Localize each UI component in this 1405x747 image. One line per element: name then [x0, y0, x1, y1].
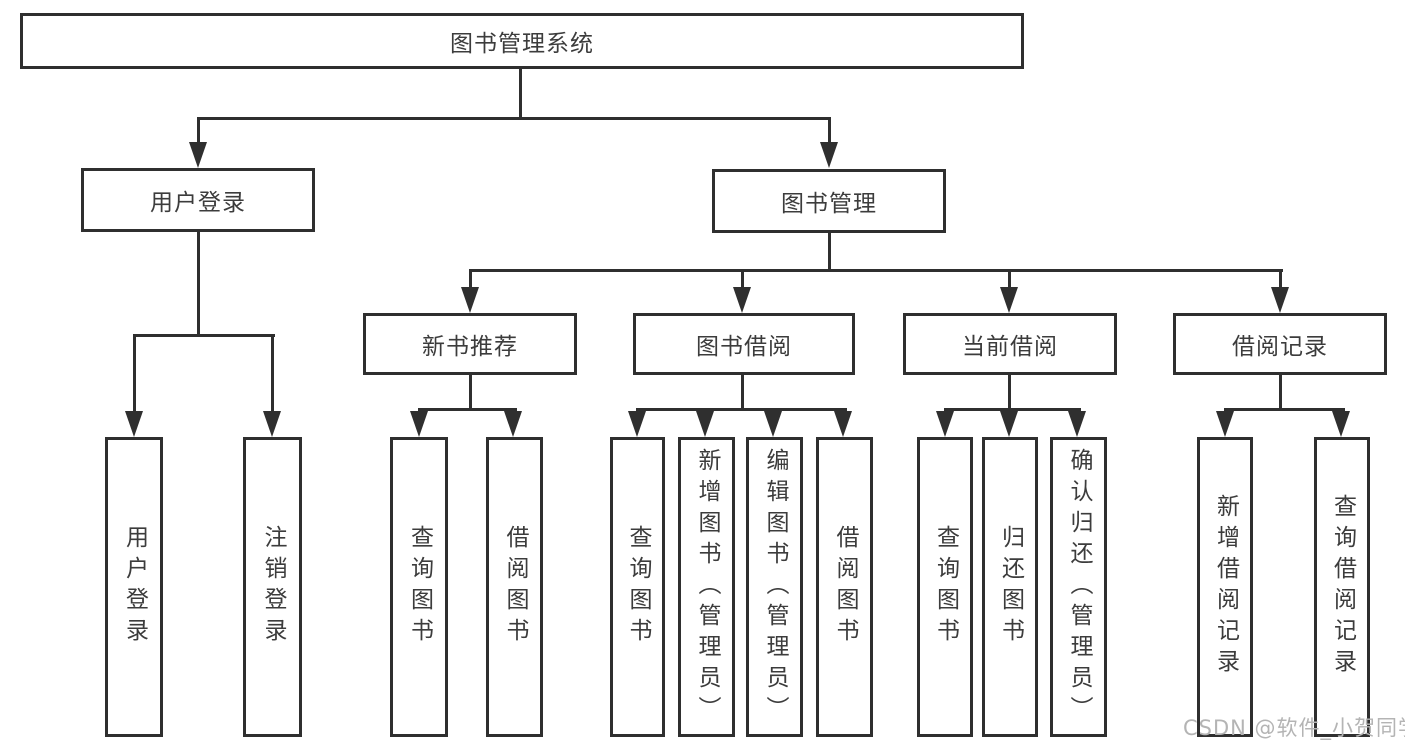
arrowhead-icon: [263, 411, 281, 437]
arrowhead-icon: [628, 411, 646, 437]
leaf-newbook-borrow-books-label: 借阅图书: [502, 525, 528, 649]
arrowhead-icon: [764, 411, 782, 437]
arrowhead-icon: [125, 411, 143, 437]
connector-line: [133, 334, 275, 337]
node-current-borrow: 当前借阅: [903, 313, 1117, 375]
leaf-current-return-books: 归还图书: [982, 437, 1038, 737]
leaf-user-login-label: 用户登录: [121, 525, 148, 649]
leaf-borrow-add-books-admin-label: 新增图书（管理员）: [694, 447, 720, 727]
node-user-login-label: 用户登录: [150, 190, 246, 216]
connector-line: [828, 233, 831, 272]
leaf-records-add-record: 新增借阅记录: [1197, 437, 1253, 737]
arrowhead-icon: [1068, 411, 1086, 437]
connector-line: [469, 375, 472, 411]
leaf-current-query-books: 查询图书: [917, 437, 973, 737]
connector-line: [1008, 375, 1011, 411]
leaf-newbook-query-books-label: 查询图书: [406, 525, 433, 649]
node-book-borrow-label: 图书借阅: [696, 334, 792, 360]
leaf-borrow-edit-books-admin: 编辑图书（管理员）: [746, 437, 803, 737]
arrowhead-icon: [189, 142, 207, 168]
arrowhead-icon: [410, 411, 428, 437]
node-new-book-recommend-label: 新书推荐: [422, 334, 518, 360]
connector-line: [1224, 408, 1345, 411]
node-root-label: 图书管理系统: [450, 31, 594, 57]
arrowhead-icon: [1271, 287, 1289, 313]
leaf-newbook-query-books: 查询图书: [390, 437, 448, 737]
connector-line: [741, 271, 744, 289]
leaf-borrow-borrow-books: 借阅图书: [816, 437, 873, 737]
connector-line: [1279, 375, 1282, 411]
connector-line: [197, 117, 831, 120]
connector-line: [828, 119, 831, 146]
node-new-book-recommend: 新书推荐: [363, 313, 577, 375]
leaf-borrow-borrow-books-label: 借阅图书: [832, 525, 858, 649]
arrowhead-icon: [733, 287, 751, 313]
leaf-records-query-record: 查询借阅记录: [1314, 437, 1370, 737]
leaf-current-confirm-return-admin: 确认归还（管理员）: [1050, 437, 1107, 737]
connector-line: [271, 336, 274, 414]
leaf-borrow-add-books-admin: 新增图书（管理员）: [678, 437, 735, 737]
arrowhead-icon: [820, 142, 838, 168]
connector-line: [469, 271, 472, 289]
arrowhead-icon: [1332, 411, 1350, 437]
node-book-management: 图书管理: [712, 169, 946, 233]
leaf-logout: 注销登录: [243, 437, 302, 737]
connector-line: [741, 375, 744, 411]
leaf-user-login: 用户登录: [105, 437, 163, 737]
arrowhead-icon: [504, 411, 522, 437]
leaf-borrow-edit-books-admin-label: 编辑图书（管理员）: [762, 447, 788, 727]
node-borrow-records-label: 借阅记录: [1232, 334, 1328, 360]
connector-line: [197, 232, 200, 337]
leaf-current-query-books-label: 查询图书: [932, 525, 959, 649]
connector-line: [1279, 271, 1282, 289]
leaf-records-add-record-label: 新增借阅记录: [1212, 494, 1239, 680]
leaf-records-query-record-label: 查询借阅记录: [1329, 494, 1356, 680]
arrowhead-icon: [1000, 411, 1018, 437]
leaf-current-confirm-return-admin-label: 确认归还（管理员）: [1066, 447, 1092, 727]
leaf-borrow-query-books: 查询图书: [610, 437, 665, 737]
connector-line: [197, 119, 200, 146]
arrowhead-icon: [1000, 287, 1018, 313]
node-root: 图书管理系统: [20, 13, 1024, 69]
arrowhead-icon: [834, 411, 852, 437]
arrowhead-icon: [696, 411, 714, 437]
leaf-current-return-books-label: 归还图书: [997, 525, 1024, 649]
arrowhead-icon: [936, 411, 954, 437]
connector-line: [519, 66, 522, 120]
node-user-login: 用户登录: [81, 168, 315, 232]
arrowhead-icon: [461, 287, 479, 313]
connector-line: [636, 408, 847, 411]
connector-line: [418, 408, 517, 411]
arrowhead-icon: [1216, 411, 1234, 437]
connector-line: [944, 408, 1081, 411]
node-borrow-records: 借阅记录: [1173, 313, 1387, 375]
node-current-borrow-label: 当前借阅: [962, 334, 1058, 360]
leaf-newbook-borrow-books: 借阅图书: [486, 437, 543, 737]
connector-line: [469, 269, 1283, 272]
connector-line: [133, 336, 136, 414]
node-book-borrow: 图书借阅: [633, 313, 855, 375]
leaf-borrow-query-books-label: 查询图书: [625, 525, 651, 649]
connector-line: [1008, 271, 1011, 289]
leaf-logout-label: 注销登录: [260, 525, 286, 649]
node-book-management-label: 图书管理: [781, 191, 877, 217]
csdn-watermark: CSDN @软件_小贺同学: [1183, 716, 1405, 740]
